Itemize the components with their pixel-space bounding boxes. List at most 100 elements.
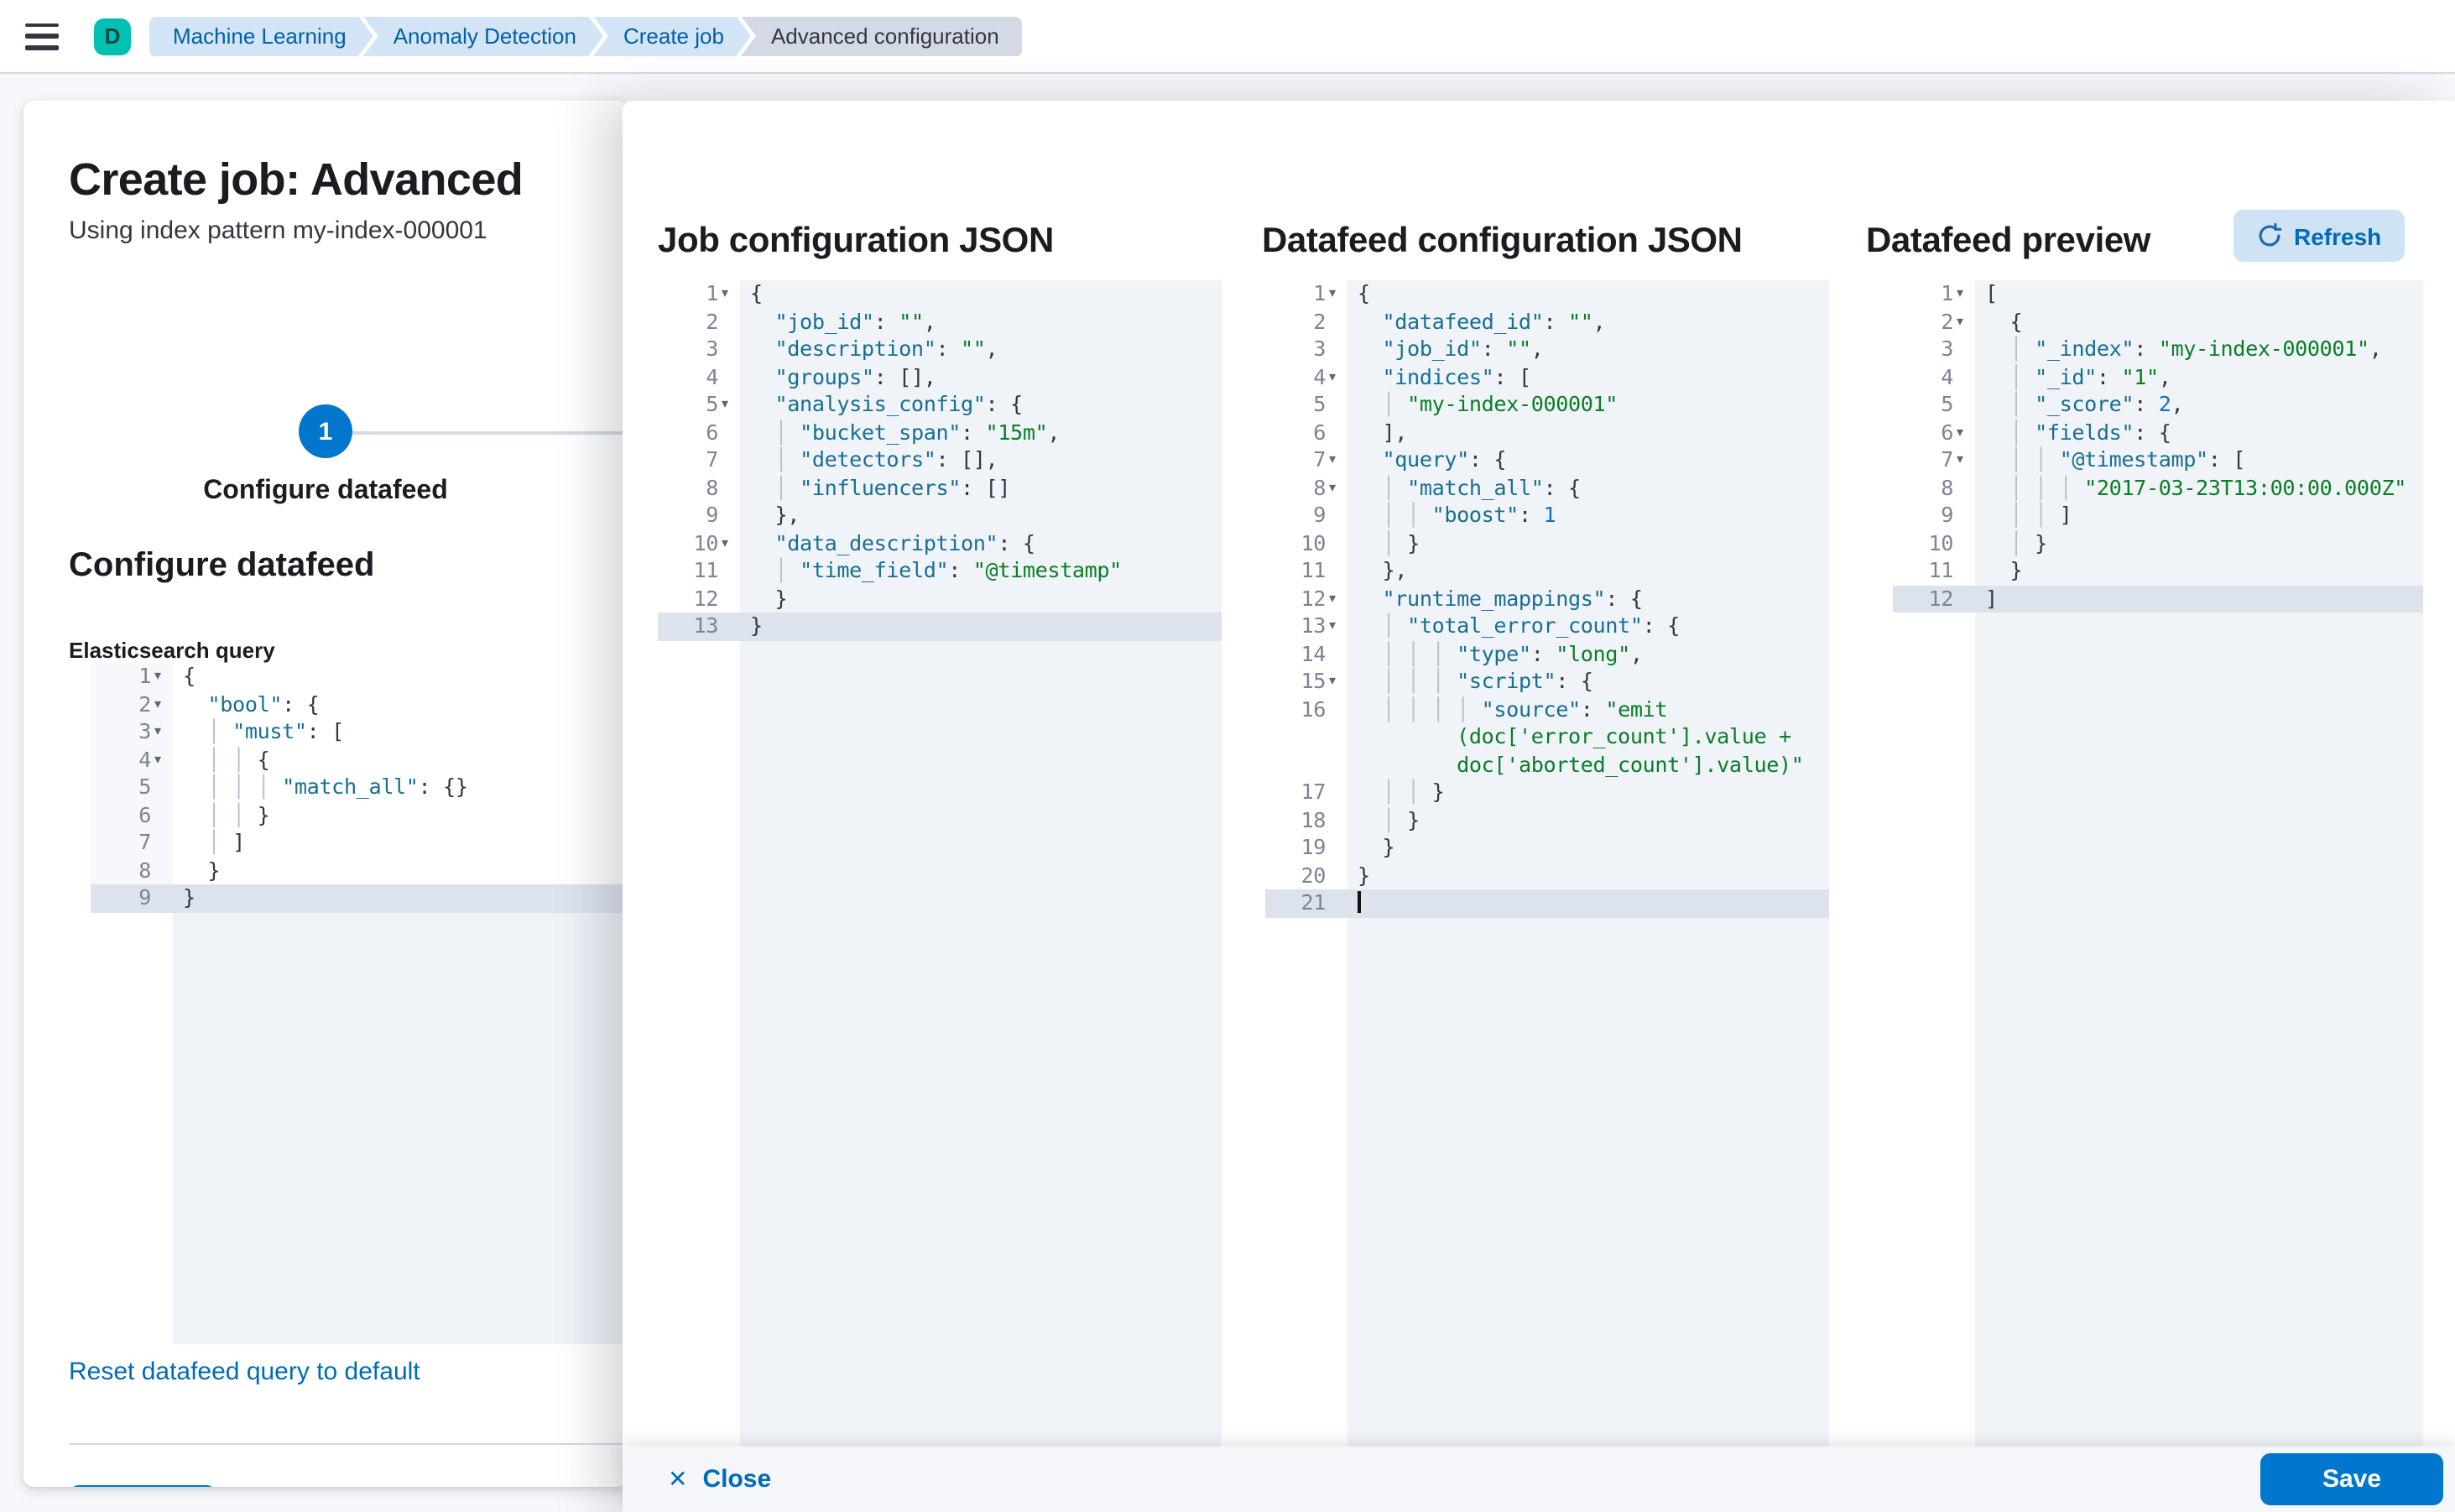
- fold-toggle-icon[interactable]: ▾: [722, 534, 728, 550]
- line-number: 12: [1300, 585, 1326, 610]
- code-line: 6 │ "bucket_span": "15m",: [658, 419, 1222, 446]
- fold-spacer: [1953, 502, 1975, 529]
- breadcrumb-create-job[interactable]: Create job: [593, 16, 751, 56]
- breadcrumb-machine-learning[interactable]: Machine Learning: [149, 16, 373, 56]
- step-1-label[interactable]: Configure datafeed: [203, 477, 448, 505]
- fold-spacer: [718, 363, 740, 391]
- code-line: 17 │ │ }: [1265, 779, 1829, 806]
- fold-toggle-icon[interactable]: ▾: [1957, 424, 1963, 439]
- code-line: 11 │ "time_field": "@timestamp": [658, 557, 1222, 585]
- line-number: [1265, 723, 1326, 751]
- code-line: 4 "groups": [],: [658, 363, 1222, 391]
- code-line: 1▾{: [1265, 280, 1829, 308]
- line-number: 10: [1300, 529, 1326, 555]
- line-number: 1: [706, 280, 718, 305]
- elasticsearch-query-editor[interactable]: 1▾{2▾ "bool": {3▾ │ "must": [4▾ │ │ {5 │…: [91, 663, 628, 1344]
- line-number: 5: [1313, 391, 1326, 416]
- job-config-editor[interactable]: 1▾{2 "job_id": "",3 "description": "",4 …: [658, 280, 1222, 1510]
- line-number: 4: [1941, 363, 1953, 388]
- code-line: 19 }: [1265, 834, 1829, 862]
- line-number: 13: [1300, 613, 1326, 638]
- fold-spacer: [718, 474, 740, 502]
- code-line: doc['aborted_count'].value)": [1265, 751, 1829, 779]
- close-button[interactable]: ✕ Close: [668, 1465, 772, 1494]
- fold-toggle-icon[interactable]: ▾: [1329, 590, 1336, 605]
- fold-toggle-icon[interactable]: ▾: [1329, 673, 1336, 688]
- line-number: 4: [706, 363, 718, 388]
- step-1-circle[interactable]: 1: [299, 404, 352, 458]
- code-line: 2 "datafeed_id": "",: [1265, 308, 1829, 336]
- fold-toggle-icon[interactable]: ▾: [1329, 368, 1336, 383]
- fold-toggle-icon[interactable]: ▾: [1329, 479, 1336, 494]
- line-number: 12: [1928, 585, 1953, 610]
- line-number: 3: [138, 718, 151, 743]
- fold-toggle-icon[interactable]: ▾: [154, 696, 161, 711]
- line-number: 10: [1928, 529, 1953, 555]
- line-number: 9: [138, 884, 151, 910]
- line-number: 13: [693, 613, 718, 638]
- datafeed-config-title: Datafeed configuration JSON: [1262, 222, 1743, 260]
- refresh-button[interactable]: Refresh: [2233, 210, 2405, 262]
- fold-toggle-icon[interactable]: ▾: [1957, 451, 1963, 467]
- fold-toggle-icon[interactable]: ▾: [154, 723, 161, 738]
- code-line: 4▾ │ │ {: [91, 746, 628, 774]
- line-number: [1265, 751, 1326, 779]
- code-line: 1▾[: [1893, 280, 2423, 308]
- fold-toggle-icon[interactable]: ▾: [1957, 285, 1963, 300]
- fold-spacer: [1326, 308, 1347, 336]
- line-number: 9: [706, 502, 718, 527]
- fold-spacer: [1953, 474, 1975, 502]
- code-line: 5 │ │ │ "match_all": {}: [91, 774, 628, 801]
- next-button[interactable]: Next: [69, 1485, 216, 1487]
- editor-empty-area: [91, 912, 628, 1344]
- datafeed-preview-editor[interactable]: 1▾[2▾ {3 │ "_index": "my-index-000001",4…: [1893, 280, 2423, 1510]
- line-number: 20: [1300, 862, 1326, 887]
- fold-toggle-icon[interactable]: ▾: [722, 396, 728, 411]
- editor-empty-area: [658, 640, 1222, 1510]
- menu-icon[interactable]: [25, 23, 59, 50]
- code-line: 3 │ "_index": "my-index-000001",: [1893, 336, 2423, 363]
- fold-spacer: [1326, 529, 1347, 557]
- line-number: 5: [706, 391, 718, 416]
- fold-spacer: [1326, 751, 1347, 779]
- reset-datafeed-query-link[interactable]: Reset datafeed query to default: [69, 1358, 420, 1386]
- code-line: 3 "description": "",: [658, 336, 1222, 363]
- fold-spacer: [718, 419, 740, 446]
- fold-toggle-icon[interactable]: ▾: [1329, 451, 1336, 467]
- line-number: 2: [1941, 308, 1953, 333]
- line-number: 3: [1941, 336, 1953, 361]
- line-number: 2: [1313, 308, 1326, 333]
- line-number: 1: [1313, 280, 1326, 305]
- code-line: 9 │ │ ]: [1893, 502, 2423, 529]
- code-line: 8 │ │ │ "2017-03-23T13:00:00.000Z": [1893, 474, 2423, 502]
- avatar[interactable]: D: [94, 18, 131, 55]
- code-line: 8 }: [91, 857, 628, 884]
- breadcrumb-anomaly-detection[interactable]: Anomaly Detection: [363, 16, 603, 56]
- code-line: 1▾{: [91, 663, 628, 691]
- fold-spacer: [718, 308, 740, 336]
- fold-toggle-icon[interactable]: ▾: [1329, 618, 1336, 633]
- fold-spacer: [1326, 862, 1347, 889]
- breadcrumb-advanced-configuration: Advanced configuration: [740, 16, 1023, 56]
- save-button[interactable]: Save: [2260, 1453, 2443, 1505]
- datafeed-config-editor[interactable]: 1▾{2 "datafeed_id": "",3 "job_id": "",4▾…: [1265, 280, 1829, 1510]
- fold-toggle-icon[interactable]: ▾: [1329, 285, 1336, 300]
- line-number: 7: [138, 829, 151, 854]
- code-line: 10 │ }: [1893, 529, 2423, 557]
- code-line: 10▾ "data_description": {: [658, 529, 1222, 557]
- create-job-panel: Create job: Advanced Using index pattern…: [23, 101, 628, 1487]
- configure-datafeed-heading: Configure datafeed: [69, 547, 375, 584]
- breadcrumb: Machine Learning Anomaly Detection Creat…: [149, 16, 1023, 56]
- code-line: 5▾ "analysis_config": {: [658, 391, 1222, 419]
- code-line: 12▾ "runtime_mappings": {: [1265, 585, 1829, 613]
- fold-toggle-icon[interactable]: ▾: [1957, 313, 1963, 328]
- refresh-icon: [2259, 223, 2282, 247]
- code-line: 8 │ "influencers": []: [658, 474, 1222, 502]
- flyout-footer: ✕ Close Save: [623, 1447, 2455, 1512]
- code-line: 12 }: [658, 585, 1222, 613]
- fold-toggle-icon[interactable]: ▾: [154, 668, 161, 683]
- divider: [69, 1443, 628, 1445]
- fold-toggle-icon[interactable]: ▾: [154, 751, 161, 766]
- line-number: 2: [706, 308, 718, 333]
- fold-toggle-icon[interactable]: ▾: [722, 285, 728, 300]
